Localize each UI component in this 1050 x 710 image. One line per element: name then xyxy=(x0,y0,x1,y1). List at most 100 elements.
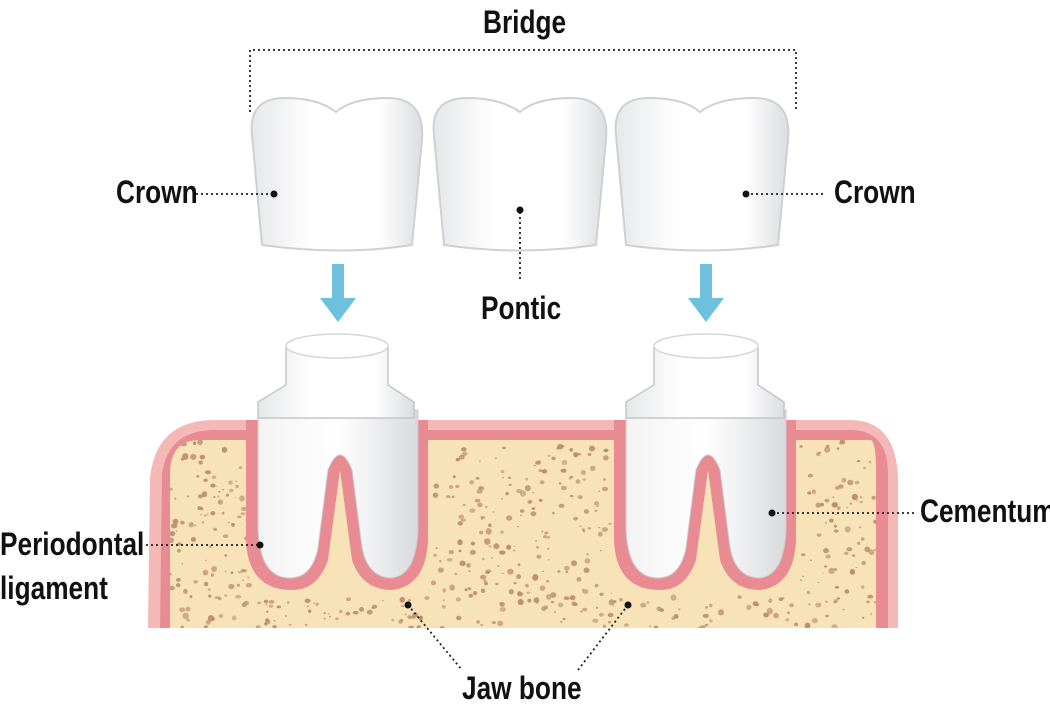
bone-speckle xyxy=(372,604,378,609)
bone-speckle xyxy=(560,620,563,624)
bone-speckle xyxy=(700,625,706,628)
bone-speckle xyxy=(718,609,724,616)
bone-speckle xyxy=(391,618,395,622)
bone-speckle xyxy=(563,596,570,601)
bone-speckle xyxy=(176,548,181,553)
bone-speckle xyxy=(785,618,790,622)
bone-speckle xyxy=(172,518,179,525)
bone-speckle xyxy=(507,568,514,575)
bone-speckle xyxy=(193,441,197,446)
bone-speckle xyxy=(533,464,537,467)
pontic-tooth xyxy=(432,96,608,252)
bone-speckle xyxy=(474,498,481,503)
bone-speckle xyxy=(569,595,576,601)
bone-speckle xyxy=(833,524,838,528)
bone-speckle xyxy=(211,475,217,480)
bone-speckle xyxy=(485,506,488,508)
bone-speckle xyxy=(562,618,566,620)
bone-speckle xyxy=(766,607,773,615)
bone-speckle xyxy=(860,585,865,589)
bone-speckle xyxy=(520,509,525,513)
bone-speckle xyxy=(180,520,185,525)
bone-speckle xyxy=(272,625,277,628)
bone-speckle xyxy=(476,489,483,494)
bone-speckle xyxy=(469,549,476,555)
bone-speckle xyxy=(446,495,451,498)
bone-speckle xyxy=(536,546,539,549)
bone-speckle xyxy=(535,461,541,465)
bone-speckle xyxy=(601,486,609,492)
bone-speckle xyxy=(598,612,604,617)
bone-speckle xyxy=(462,451,468,456)
bone-speckle xyxy=(204,625,208,628)
bone-speckle xyxy=(541,469,548,474)
bone-speckle xyxy=(199,454,206,460)
bone-speckle xyxy=(179,607,186,613)
bone-speckle xyxy=(600,549,602,552)
bone-speckle xyxy=(599,592,604,596)
bone-speckle xyxy=(550,592,557,598)
bone-speckle xyxy=(323,617,326,620)
bone-speckle xyxy=(527,598,532,603)
bone-speckle xyxy=(623,623,629,627)
bone-speckle xyxy=(222,534,229,539)
bone-speckle xyxy=(190,537,197,542)
bone-speckle xyxy=(868,549,875,555)
label-crown-right: Crown xyxy=(834,174,916,210)
bone-speckle xyxy=(545,593,552,600)
bone-speckle xyxy=(485,569,492,574)
bone-speckle xyxy=(704,623,709,627)
bone-speckle xyxy=(497,565,500,567)
bone-speckle xyxy=(864,546,871,553)
bone-speckle xyxy=(581,588,585,591)
bone-speckle xyxy=(844,589,850,594)
bone-speckle xyxy=(175,530,178,532)
bone-speckle xyxy=(538,469,543,472)
bone-speckle xyxy=(804,622,811,628)
bone-speckle xyxy=(449,485,453,489)
bone-speckle xyxy=(231,615,237,621)
bone-speckle xyxy=(535,540,538,542)
bone-speckle xyxy=(828,567,835,574)
bone-speckle xyxy=(709,619,713,623)
bone-speckle xyxy=(273,619,276,622)
bone-speckle xyxy=(194,524,197,527)
bone-speckle xyxy=(458,514,465,519)
bone-speckle xyxy=(544,531,549,535)
bone-speckle xyxy=(441,605,446,609)
bone-speckle xyxy=(435,547,438,549)
bone-speckle xyxy=(221,446,228,453)
bone-speckle xyxy=(176,542,183,546)
bone-speckle xyxy=(228,480,233,485)
left-stump-top xyxy=(285,333,389,359)
bone-speckle xyxy=(268,600,275,604)
bone-speckle xyxy=(499,607,506,612)
bone-speckle xyxy=(859,496,863,498)
bone-speckle xyxy=(873,519,876,524)
bone-speckle xyxy=(561,459,568,466)
bridge-bracket-line xyxy=(249,49,797,112)
bone-speckle xyxy=(460,518,466,522)
bone-speckle xyxy=(536,554,542,559)
bone-speckle xyxy=(400,604,404,608)
bone-speckle xyxy=(579,610,583,613)
bone-speckle xyxy=(763,612,769,618)
bone-speckle xyxy=(176,583,181,588)
bone-speckle xyxy=(871,495,876,500)
bone-speckle xyxy=(538,498,543,502)
bone-speckle xyxy=(815,602,822,608)
bone-speckle xyxy=(834,585,840,589)
bone-speckle xyxy=(218,614,224,618)
bone-speckle xyxy=(304,623,308,627)
bone-speckle xyxy=(530,511,537,517)
bone-speckle xyxy=(439,560,442,563)
bone-speckle xyxy=(479,530,484,535)
bone-speckle xyxy=(228,583,235,590)
bone-speckle xyxy=(479,487,482,489)
bone-speckle xyxy=(579,525,582,528)
bone-speckle xyxy=(446,558,453,562)
bone-speckle xyxy=(176,577,181,582)
bone-speckle xyxy=(210,511,216,516)
bone-speckle xyxy=(201,491,208,498)
bone-speckle xyxy=(589,465,596,471)
